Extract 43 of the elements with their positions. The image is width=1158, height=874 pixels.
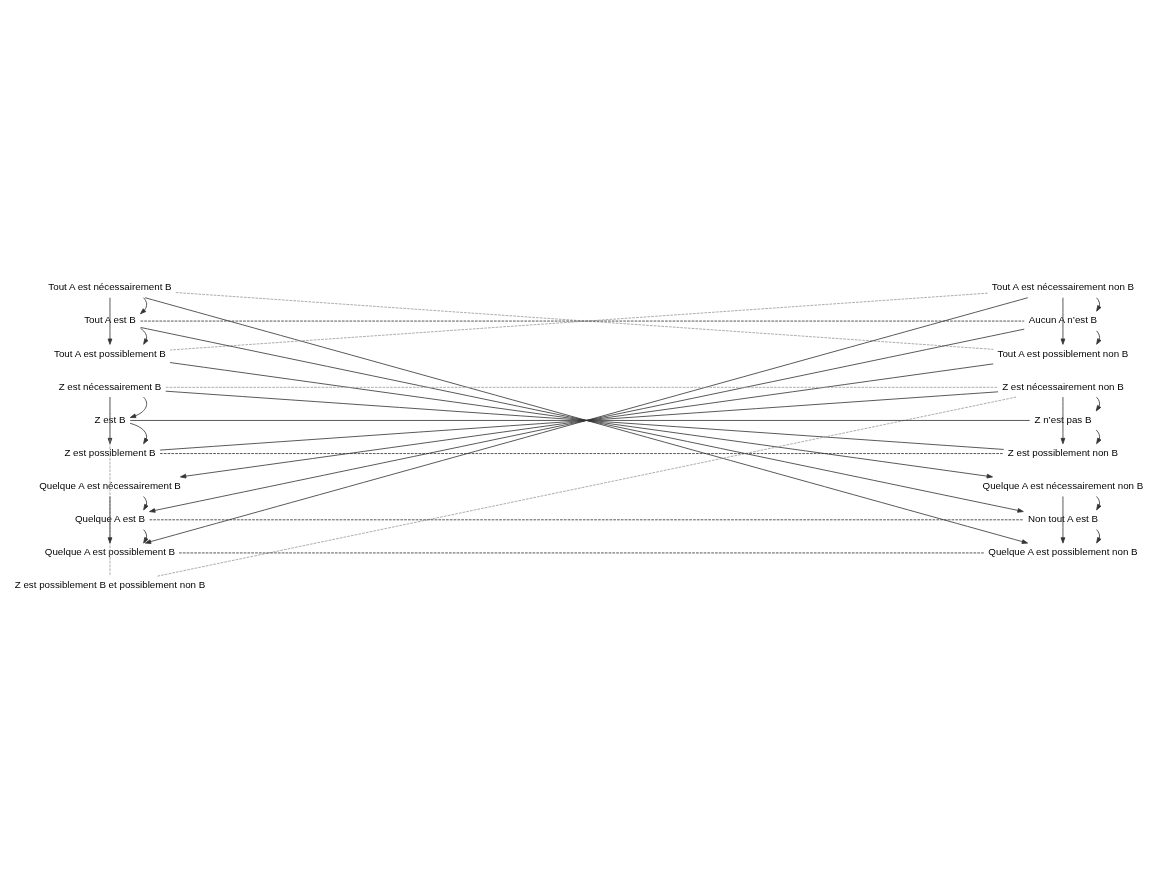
node-text: Tout A est nécessairement B <box>48 281 172 293</box>
arrow <box>1096 297 1102 312</box>
arrow <box>1095 429 1102 445</box>
node-text: Z n’est pas B <box>1034 413 1092 425</box>
arrow <box>143 496 149 511</box>
node-text: Z est nécessairement non B <box>1002 380 1124 392</box>
arrow <box>107 496 113 544</box>
connector <box>165 386 999 388</box>
node-text: Quelque A est B <box>74 513 146 525</box>
arrow <box>1096 330 1102 345</box>
connector <box>140 320 1025 322</box>
node-text: Aucun A n’est B <box>1028 314 1098 326</box>
arrow <box>1060 496 1066 544</box>
node-text: Quelque A est nécessairement B <box>39 480 181 492</box>
arrow <box>1060 297 1066 345</box>
node-text: Tout A est possiblement non B <box>997 347 1129 359</box>
arrow <box>1060 396 1066 445</box>
node-text: Quelque A est possiblement non B <box>988 546 1138 558</box>
arrow <box>129 422 149 445</box>
arrow <box>1096 529 1102 544</box>
node-text: Z est possiblement B <box>64 446 156 458</box>
connector <box>178 552 985 554</box>
node-text: Z est nécessairement B <box>58 380 162 392</box>
connector <box>149 519 1024 521</box>
connector <box>129 420 1031 421</box>
connector <box>159 453 1005 454</box>
node-text: Z est B <box>94 413 126 425</box>
node-text: Quelque A est nécessairement non B <box>982 480 1144 492</box>
node-text: Tout A est nécessairement non B <box>991 281 1135 293</box>
arrow <box>1095 396 1102 412</box>
node-text: Quelque A est possiblement B <box>44 546 176 558</box>
arrow <box>140 297 148 315</box>
arrow <box>143 529 149 544</box>
arrow <box>107 297 113 345</box>
arrow <box>1096 496 1102 511</box>
node-text: Z est possiblement B et possiblement non B <box>14 579 206 591</box>
node-text: Z est possiblement non B <box>1007 446 1119 458</box>
arrow <box>129 396 148 418</box>
connector <box>156 396 1017 577</box>
node-text: Non tout A est B <box>1027 513 1098 525</box>
node-text: Tout A est B <box>84 314 136 326</box>
arrow <box>140 328 149 345</box>
node-text: Tout A est possiblement B <box>54 347 166 359</box>
